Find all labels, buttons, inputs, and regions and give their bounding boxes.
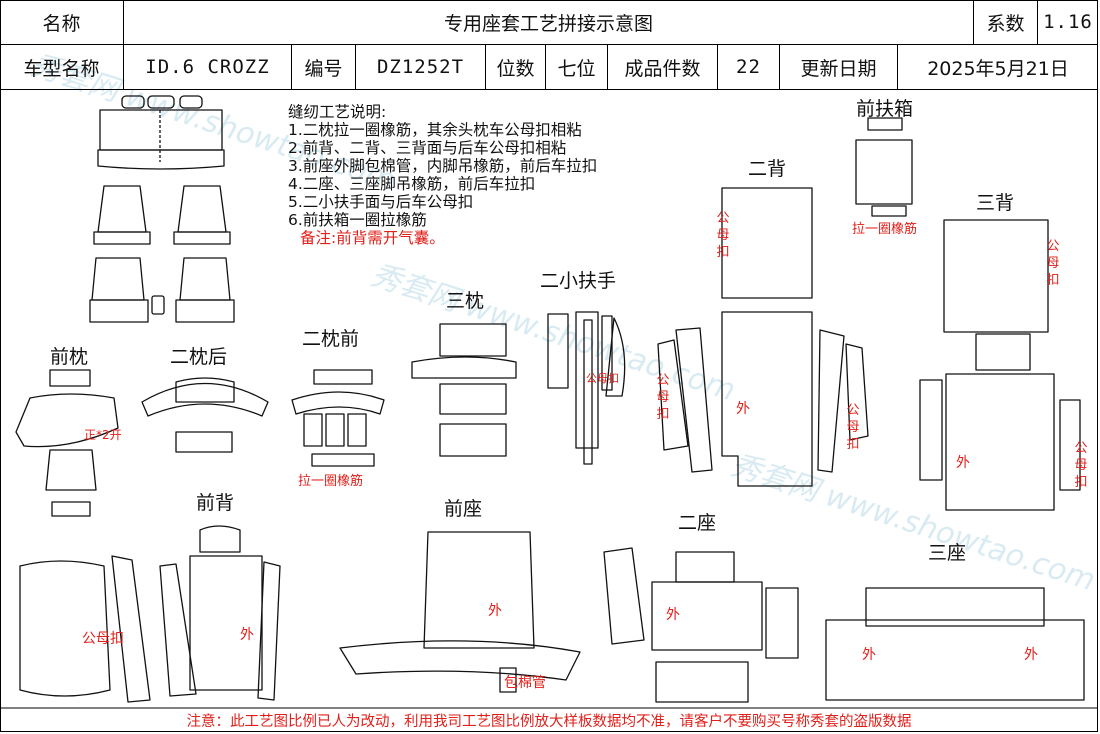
- instruction-item: 6.前扶箱一圈拉橡筋: [288, 211, 427, 229]
- part-label-front-back: 前背: [196, 492, 235, 514]
- footer-notice: 注意：此工艺图比例已人为改动，利用我司工艺图比例放大样板数据均不准，请客户不要购…: [186, 714, 912, 730]
- annotation-snap-vertical: 公母扣: [716, 211, 730, 260]
- annotation-armbox-elastic: 拉一圈橡筋: [852, 222, 918, 237]
- part-label-second-seat: 二座: [678, 512, 717, 534]
- seat-thumbnail-front: [90, 258, 234, 322]
- part-label-front-seat: 前座: [444, 498, 483, 520]
- annotation-outer: 外: [488, 603, 502, 619]
- seat-thumbnail-second-row: [94, 186, 230, 244]
- model-label: 车型名称: [0, 45, 124, 89]
- annotation-outer: 外: [1024, 647, 1038, 663]
- model-value: ID.6 CROZZ: [124, 45, 292, 89]
- annotation-snap-vertical: 公母扣: [1046, 239, 1060, 288]
- part-label-second-back: 二背: [748, 158, 787, 180]
- part-label-second-headrest-front: 二枕前: [302, 328, 360, 350]
- pieces-label: 成品件数: [608, 45, 718, 89]
- pieces-value: 22: [718, 45, 780, 89]
- update-value: 2025年5月21日: [927, 57, 1069, 80]
- front-seat-pattern: [340, 532, 580, 692]
- second-back-pattern: [658, 188, 868, 486]
- instruction-note: 备注:前背需开气囊。: [300, 229, 445, 247]
- instruction-item: 1.二枕拉一圈橡筋，其余头枕车公母扣相粘: [288, 121, 582, 139]
- part-label-third-back: 三背: [976, 192, 1015, 214]
- part-label-second-small-armrest: 二小扶手: [540, 270, 617, 292]
- annotation-outer: 外: [666, 607, 680, 623]
- coef-value: 1.16: [1043, 11, 1093, 33]
- annotation-snap: 公母扣: [586, 372, 619, 385]
- annotation-outer: 外: [736, 401, 750, 417]
- code-value: DZ1252T: [356, 45, 486, 89]
- part-label-third-seat: 三座: [928, 542, 967, 564]
- part-label-front-headrest: 前枕: [50, 346, 89, 368]
- seat-thumbnail-rear-bench: [98, 96, 224, 169]
- third-headrest-pattern: [412, 324, 516, 456]
- annotation-elastic-loop: 拉一圈橡筋: [298, 474, 364, 489]
- instructions-title: 缝纫工艺说明:: [288, 103, 387, 121]
- sewing-instructions: 缝纫工艺说明: 1.二枕拉一圈橡筋，其余头枕车公母扣相粘 2.前背、二背、三背面…: [288, 103, 597, 247]
- annotation-front-pillow: 正*2开: [84, 428, 122, 442]
- annotation-snap-vertical: 公母扣: [1074, 441, 1088, 490]
- second-seat-pattern: [604, 548, 798, 702]
- coef-label: 系数: [974, 0, 1038, 44]
- annotation-snap-vertical: 公母扣: [846, 403, 860, 452]
- annotation-snap: 公母扣: [82, 631, 124, 647]
- front-armbox-pattern: [856, 118, 912, 216]
- annotation-cotton-tube: 包棉管: [504, 675, 546, 691]
- instruction-item: 3.前座外脚包棉管，内脚吊橡筋，前后车拉扣: [288, 157, 598, 175]
- annotation-outer: 外: [956, 455, 970, 471]
- annotation-outer: 外: [240, 627, 254, 643]
- code-label: 编号: [292, 45, 356, 89]
- instruction-item: 5.二小扶手面与后车公母扣: [288, 193, 474, 211]
- third-seat-pattern: [826, 588, 1084, 700]
- seats-value: 七位: [546, 45, 608, 89]
- annotation-snap-vertical: 公母扣: [656, 373, 670, 422]
- second-small-armrest-pattern: [548, 312, 625, 464]
- front-back-pattern: [20, 526, 280, 702]
- part-label-second-headrest-back: 二枕后: [170, 346, 228, 368]
- name-label: 名称: [0, 0, 124, 44]
- part-label-front-armbox: 前扶箱: [856, 98, 914, 120]
- seats-label: 位数: [486, 45, 546, 89]
- second-headrest-front-pattern: [292, 370, 384, 466]
- third-back-pattern: [920, 220, 1080, 510]
- info-row: 车型名称 ID.6 CROZZ 编号 DZ1252T 位数 七位 成品件数 22…: [0, 45, 1098, 90]
- update-label: 更新日期: [780, 45, 898, 89]
- title-row: 名称 专用座套工艺拼接示意图 系数 1.16: [0, 0, 1098, 45]
- front-headrest-pattern: [16, 370, 118, 516]
- annotation-outer: 外: [862, 647, 876, 663]
- instruction-item: 2.前背、二背、三背面与后车公母扣相粘: [288, 139, 567, 157]
- part-label-third-headrest: 三枕: [446, 290, 485, 312]
- second-headrest-back-pattern: [142, 378, 268, 452]
- page-title: 专用座套工艺拼接示意图: [124, 0, 974, 44]
- instruction-item: 4.二座、三座脚吊橡筋，前后车拉扣: [288, 175, 536, 193]
